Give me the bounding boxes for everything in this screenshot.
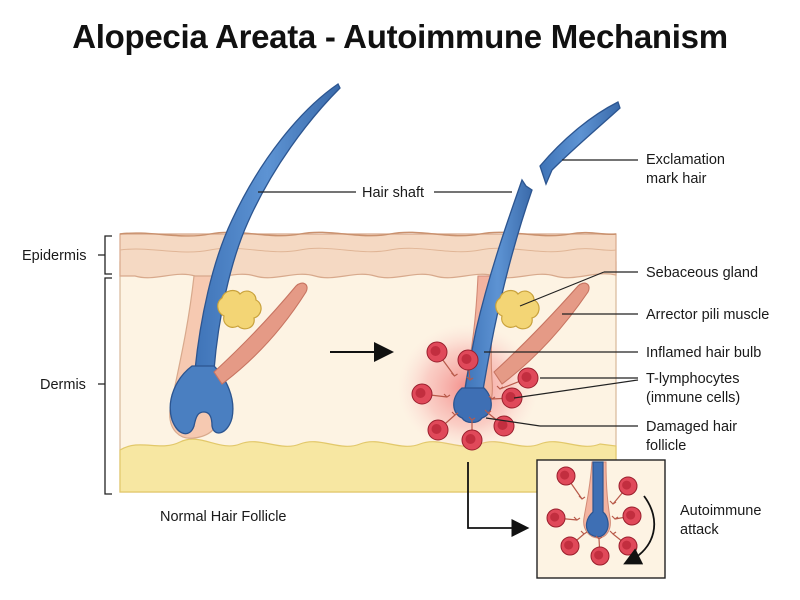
label-damaged-1: Damaged hair [646, 419, 737, 435]
t-lymphocyte-cell [556, 466, 586, 500]
epidermis-layer [119, 233, 617, 279]
label-autoimmune-2: attack [680, 522, 719, 538]
attack-curved-arrow [623, 495, 656, 565]
inset-connector-arrow [467, 462, 530, 537]
affected-sebaceous-gland [495, 289, 540, 330]
leader-sebaceous [519, 271, 605, 307]
label-autoimmune-1: Autoimmune [680, 503, 761, 519]
label-exclamation-1: Exclamation [646, 152, 725, 168]
fat-layer [119, 438, 617, 493]
t-lymphocyte-cell [457, 349, 479, 381]
label-hair-shaft: Hair shaft [362, 185, 424, 201]
epidermis-inner-line [119, 247, 617, 253]
label-tlymph-2: (immune cells) [646, 390, 740, 406]
label-arrector: Arrector pili muscle [646, 307, 769, 323]
leader-tlymph-b [513, 379, 639, 399]
t-lymphocyte-cell [461, 416, 483, 451]
t-lymphocyte-cell [560, 530, 588, 556]
t-lymphocyte-cell [546, 508, 581, 528]
inset-hair [585, 461, 609, 538]
damaged-hair-bulb [453, 387, 492, 424]
leader-damaged [485, 417, 541, 427]
epidermis-bracket [98, 235, 112, 275]
epidermis-surface [119, 231, 617, 237]
label-exclamation-2: mark hair [646, 171, 707, 187]
t-lymphocyte-cell [496, 367, 539, 390]
t-lymphocyte-cell [488, 387, 523, 409]
autoimmune-inset [536, 459, 666, 579]
label-epidermis: Epidermis [22, 248, 86, 264]
t-lymphocyte-cell [426, 341, 458, 377]
inset-t-lymphocytes [546, 466, 642, 566]
page-title: Alopecia Areata - Autoimmune Mechanism [72, 18, 728, 55]
label-inflamed: Inflamed hair bulb [646, 345, 761, 361]
normal-follicle [169, 83, 341, 439]
label-damaged-2: follicle [646, 438, 686, 454]
t-lymphocyte-cell [590, 535, 610, 566]
normal-hair-bulb [169, 365, 234, 435]
t-lymphocyte-cell [609, 476, 638, 505]
label-normal-follicle: Normal Hair Follicle [160, 509, 287, 525]
affected-arrector-pili [493, 282, 590, 385]
t-lymphocyte-cell [427, 411, 459, 441]
normal-arrector-pili [213, 282, 308, 385]
t-lymphocyte-cluster [411, 341, 539, 451]
normal-sebaceous-gland [217, 289, 262, 330]
label-dermis: Dermis [40, 377, 86, 393]
label-sebaceous: Sebaceous gland [646, 265, 758, 281]
t-lymphocyte-cell [611, 506, 642, 526]
dermis-bracket [98, 277, 112, 495]
t-lymphocyte-cell [411, 383, 451, 405]
dermal-papilla [196, 414, 211, 430]
leader-lines [258, 159, 639, 427]
label-tlymph-1: T-lymphocytes [646, 371, 739, 387]
exclamation-hair-fragment [539, 101, 621, 186]
